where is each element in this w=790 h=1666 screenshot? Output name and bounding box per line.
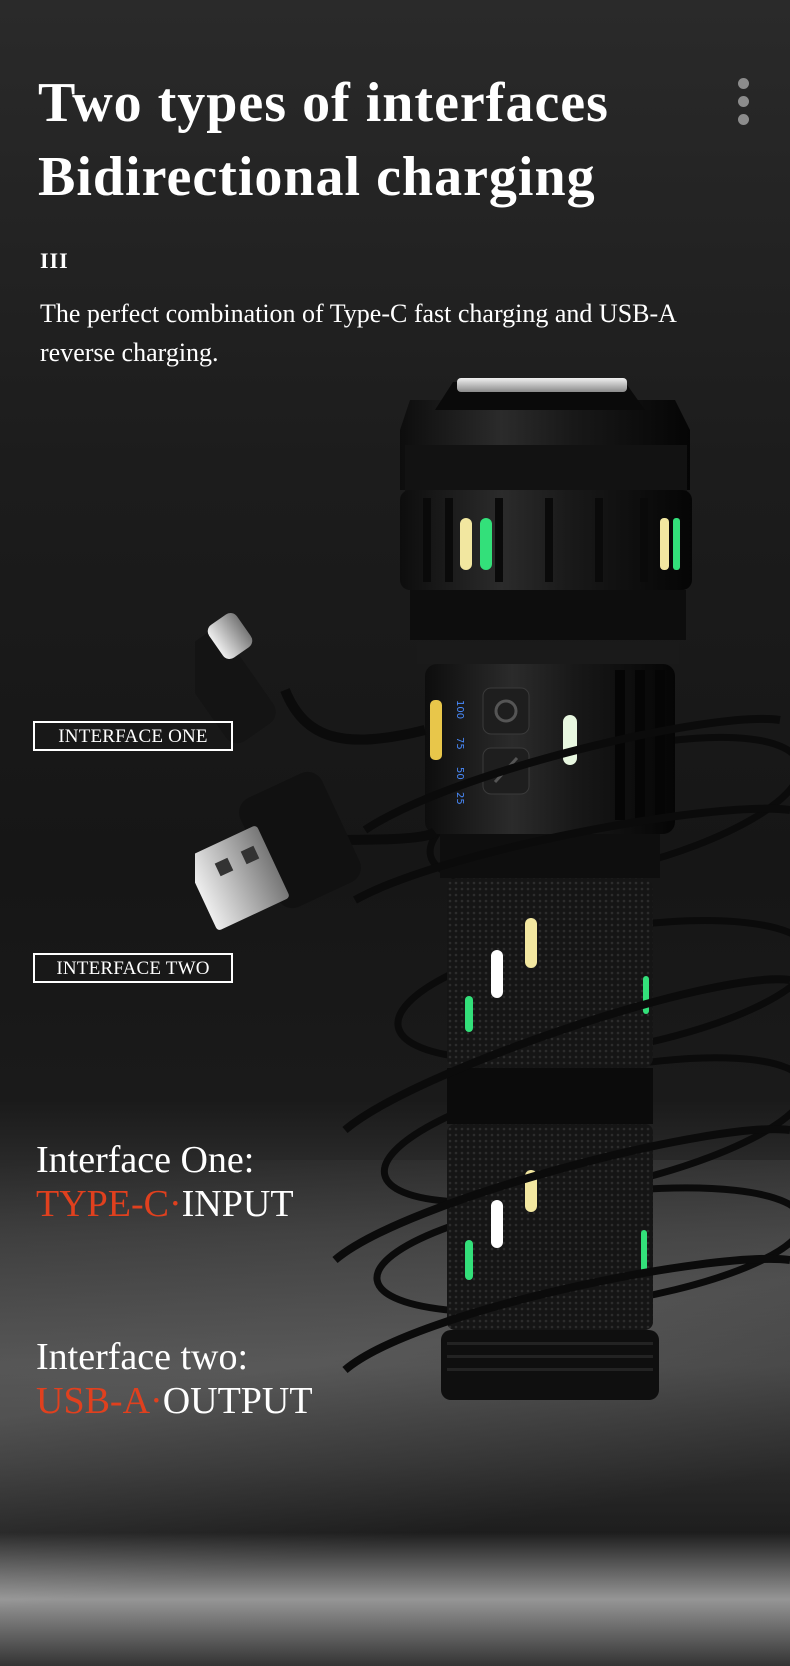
title-line-1: Two types of interfaces bbox=[38, 72, 609, 134]
spec-one-dot: · bbox=[169, 1183, 182, 1225]
floor-surface bbox=[0, 1160, 790, 1666]
flashlight-illustration: 100 75 50 25 bbox=[195, 378, 790, 1400]
battery-level-50: 50 bbox=[454, 767, 465, 780]
spec-interface-two: Interface two: USB-A·OUTPUT bbox=[36, 1335, 313, 1423]
spec-two-dot: · bbox=[150, 1380, 163, 1422]
interface-one-tag: INTERFACE ONE bbox=[33, 721, 233, 751]
spec-two-value: USB-A·OUTPUT bbox=[36, 1379, 313, 1423]
spec-one-value: TYPE-C·INPUT bbox=[36, 1182, 294, 1226]
title-line-2: Bidirectional charging bbox=[38, 146, 596, 208]
battery-level-75: 75 bbox=[454, 737, 465, 750]
battery-level-100: 100 bbox=[454, 700, 465, 719]
subtitle: The perfect combination of Type-C fast c… bbox=[40, 299, 676, 367]
battery-level-25: 25 bbox=[454, 792, 465, 805]
spec-interface-one: Interface One: TYPE-C·INPUT bbox=[36, 1138, 294, 1226]
more-options-icon[interactable] bbox=[738, 78, 752, 132]
spec-one-heading: Interface One: bbox=[36, 1139, 255, 1181]
spec-one-rest: INPUT bbox=[181, 1183, 294, 1225]
spec-one-accent: TYPE-C bbox=[36, 1183, 169, 1225]
spec-two-rest: OUTPUT bbox=[162, 1380, 313, 1422]
spec-two-heading: Interface two: bbox=[36, 1336, 249, 1378]
decor-bars: III bbox=[40, 248, 69, 273]
interface-two-tag: INTERFACE TWO bbox=[33, 953, 233, 983]
spec-two-accent: USB-A bbox=[36, 1380, 151, 1422]
page-title: Two types of interfaces Bidirectional ch… bbox=[38, 66, 609, 214]
